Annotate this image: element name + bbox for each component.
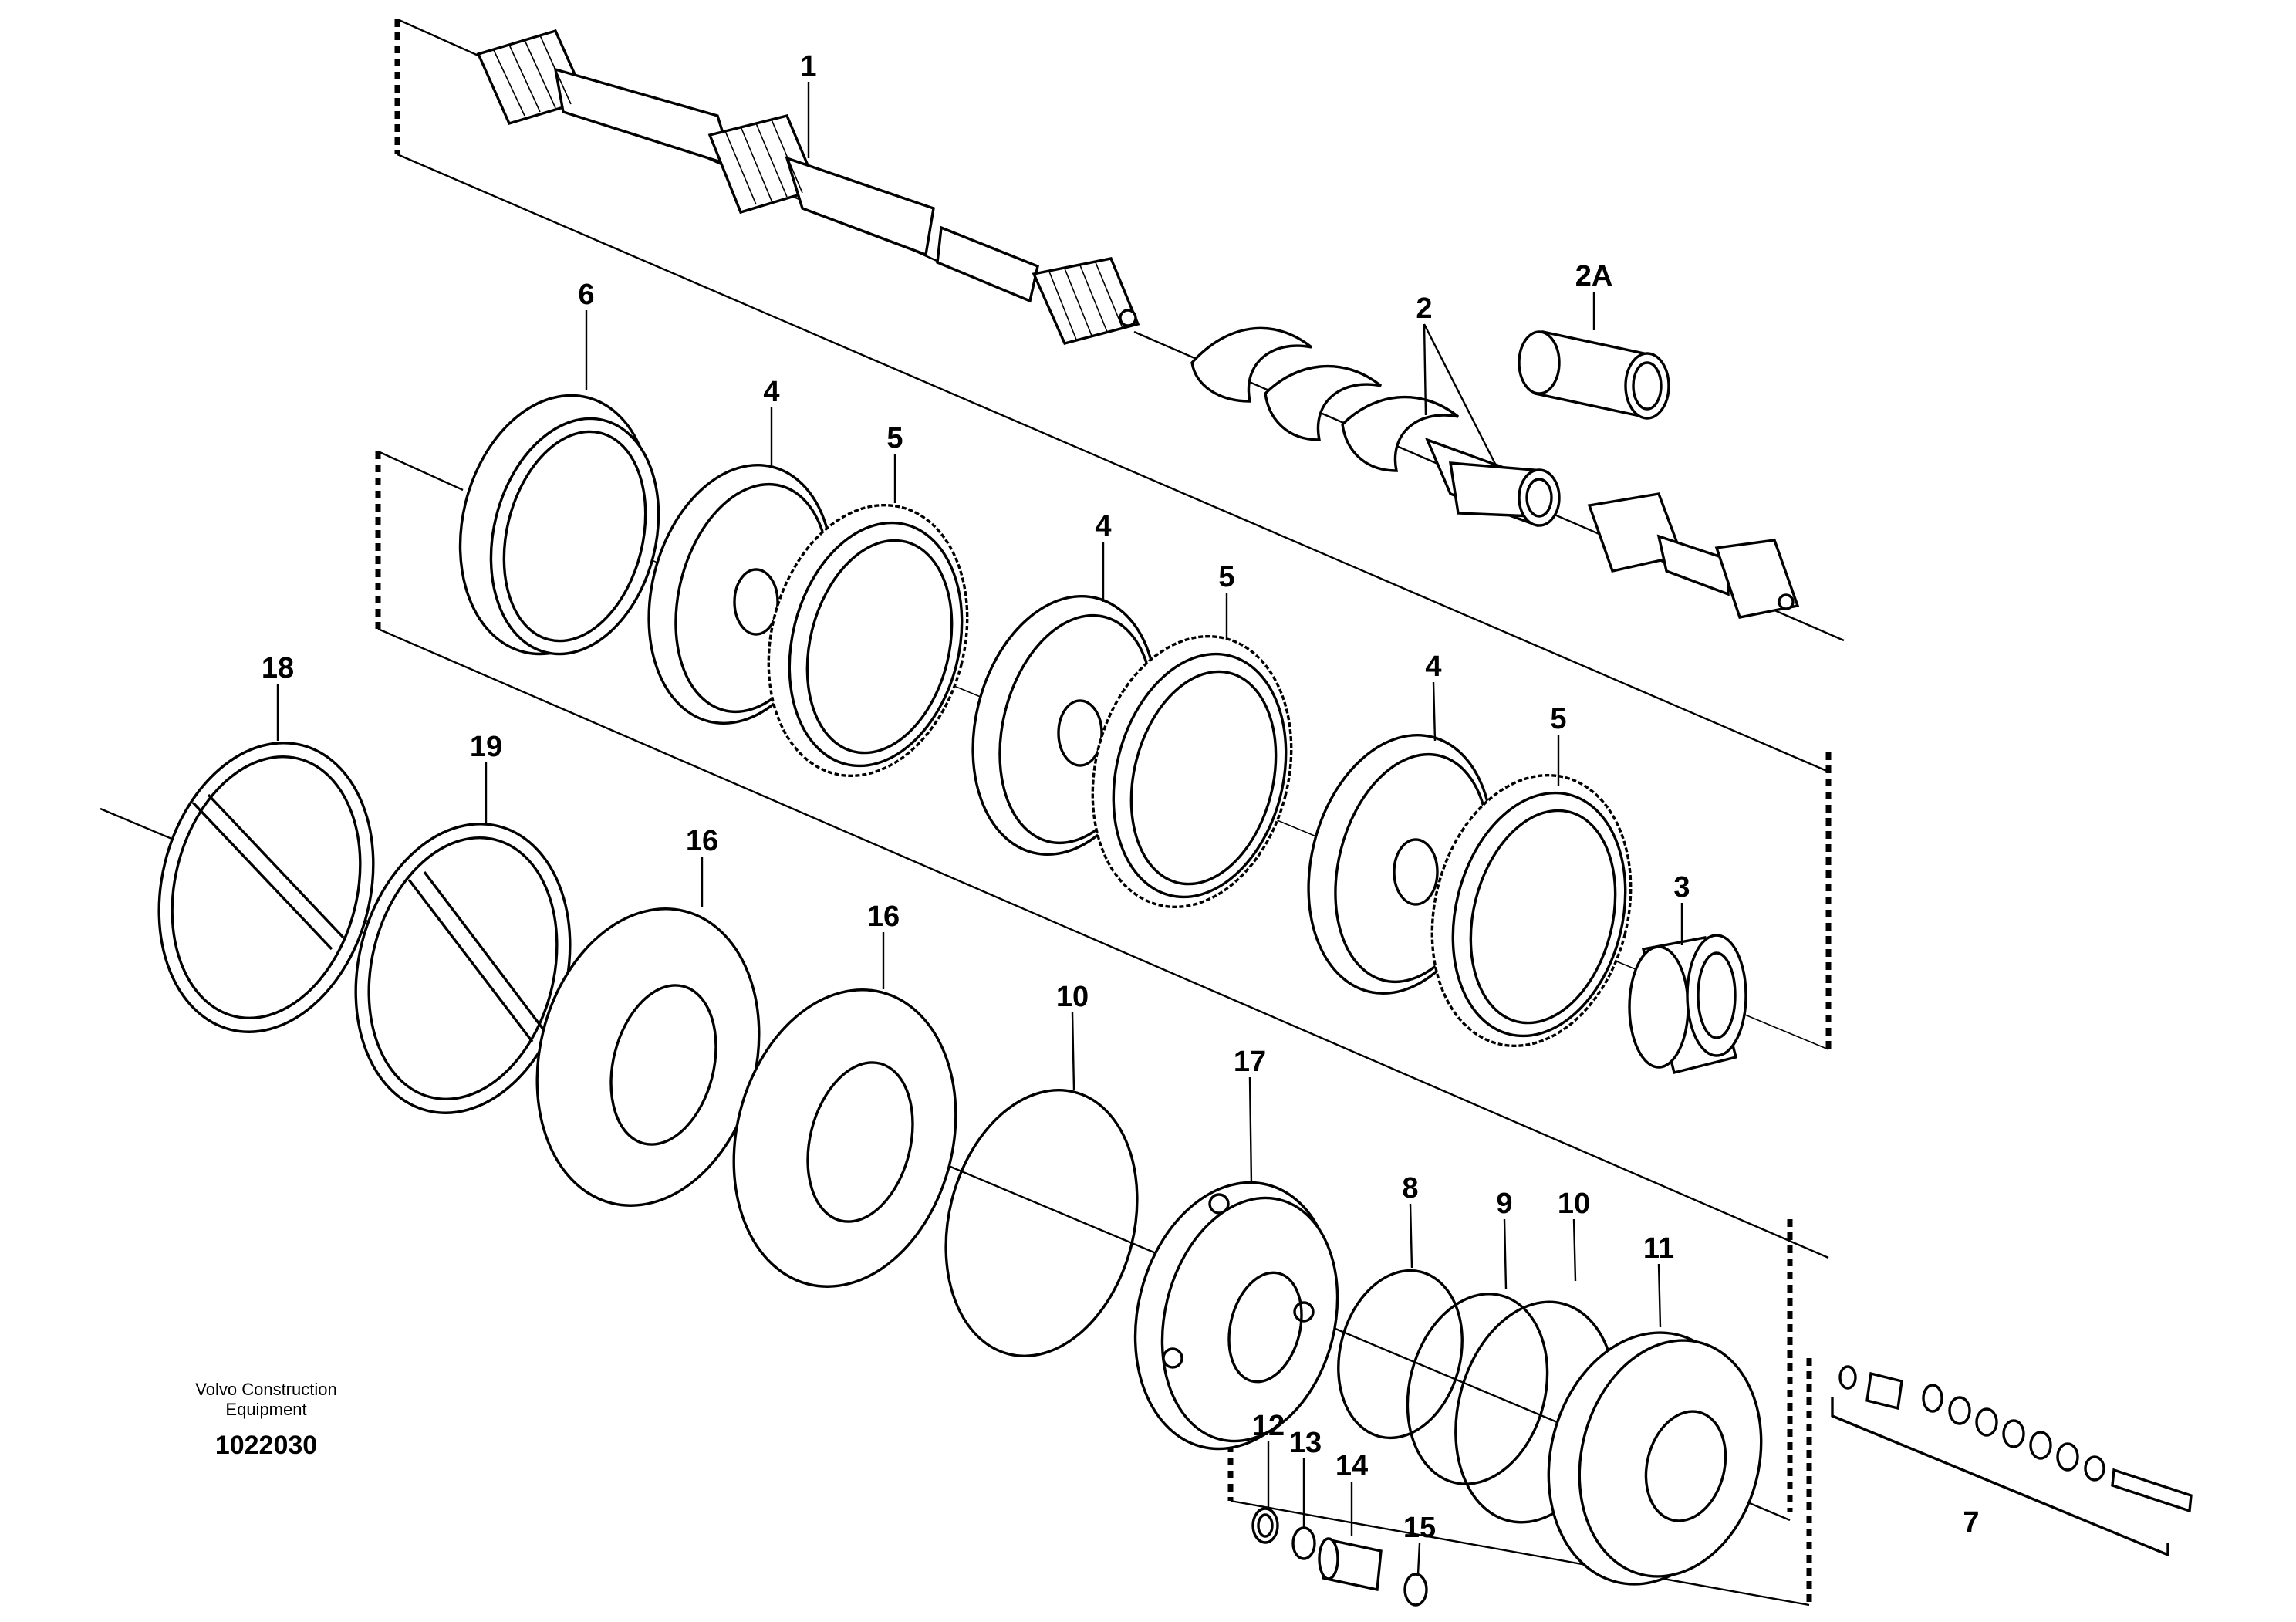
callout-3: 3 <box>1673 871 1690 904</box>
callout-10-small: 10 <box>1558 1188 1590 1220</box>
callout-9: 9 <box>1496 1188 1512 1220</box>
part-17-piston <box>1133 1181 1339 1451</box>
brand-line-1: Volvo Construction <box>195 1380 336 1399</box>
callout-10-large: 10 <box>1056 981 1089 1013</box>
callout-1: 1 <box>800 50 816 83</box>
part-1-shaft <box>476 29 1140 346</box>
callout-4-second: 4 <box>1095 510 1111 542</box>
part-10-o-ring-large <box>944 1089 1139 1357</box>
brand-line-2: Equipment <box>225 1400 306 1419</box>
callout-5-third: 5 <box>1550 703 1566 735</box>
part-15-o-ring <box>1403 1573 1428 1607</box>
callout-6: 6 <box>578 279 594 311</box>
callout-11: 11 <box>1643 1232 1674 1265</box>
callout-18: 18 <box>262 652 294 684</box>
part-14-valve-plug <box>1318 1537 1383 1592</box>
callout-2: 2 <box>1416 292 1432 325</box>
callout-labels: 1 2 2A 3 4 4 4 5 5 5 6 7 8 9 10 10 11 12… <box>262 50 1980 1544</box>
part-5-steel-disc-1 <box>767 503 969 778</box>
callout-17: 17 <box>1234 1046 1266 1078</box>
callout-16-first: 16 <box>686 825 718 857</box>
callout-leaders <box>276 82 1683 1575</box>
callout-5-first: 5 <box>886 422 903 454</box>
callout-7: 7 <box>1963 1506 1979 1539</box>
part-5-steel-disc-3 <box>1430 773 1633 1048</box>
part-6-ring <box>458 394 660 656</box>
part-3-hub <box>1628 934 1747 1075</box>
callout-8: 8 <box>1402 1172 1418 1205</box>
part-11-cylinder <box>1547 1331 1763 1586</box>
drawing-number: 1022030 <box>215 1431 317 1460</box>
part-2a-bushing <box>1518 329 1670 420</box>
callout-5-second: 5 <box>1218 561 1234 593</box>
part-8-o-ring <box>1337 1269 1464 1440</box>
callout-19: 19 <box>470 731 502 763</box>
callout-14: 14 <box>1335 1450 1368 1482</box>
part-5-steel-disc-2 <box>1091 634 1293 909</box>
callout-4-third: 4 <box>1425 650 1441 683</box>
part-output-shaft <box>1587 492 1800 619</box>
part-13-o-ring <box>1292 1526 1316 1560</box>
callout-15: 15 <box>1403 1512 1436 1544</box>
callout-2a: 2A <box>1575 260 1613 292</box>
part-18-spring-ring <box>157 742 375 1033</box>
callout-13: 13 <box>1289 1427 1322 1459</box>
callout-4-first: 4 <box>763 376 779 408</box>
drawing-caption: Volvo Construction Equipment 1022030 <box>195 1380 336 1460</box>
callout-12: 12 <box>1252 1410 1285 1442</box>
part-12-washer <box>1251 1507 1279 1544</box>
part-2-bearing-set <box>1190 326 1561 527</box>
part-16-washer-2 <box>732 988 957 1288</box>
part-9-o-ring <box>1406 1293 1549 1485</box>
part-7-bleeder-kit <box>1831 1365 2193 1557</box>
callout-16-second: 16 <box>867 901 900 933</box>
